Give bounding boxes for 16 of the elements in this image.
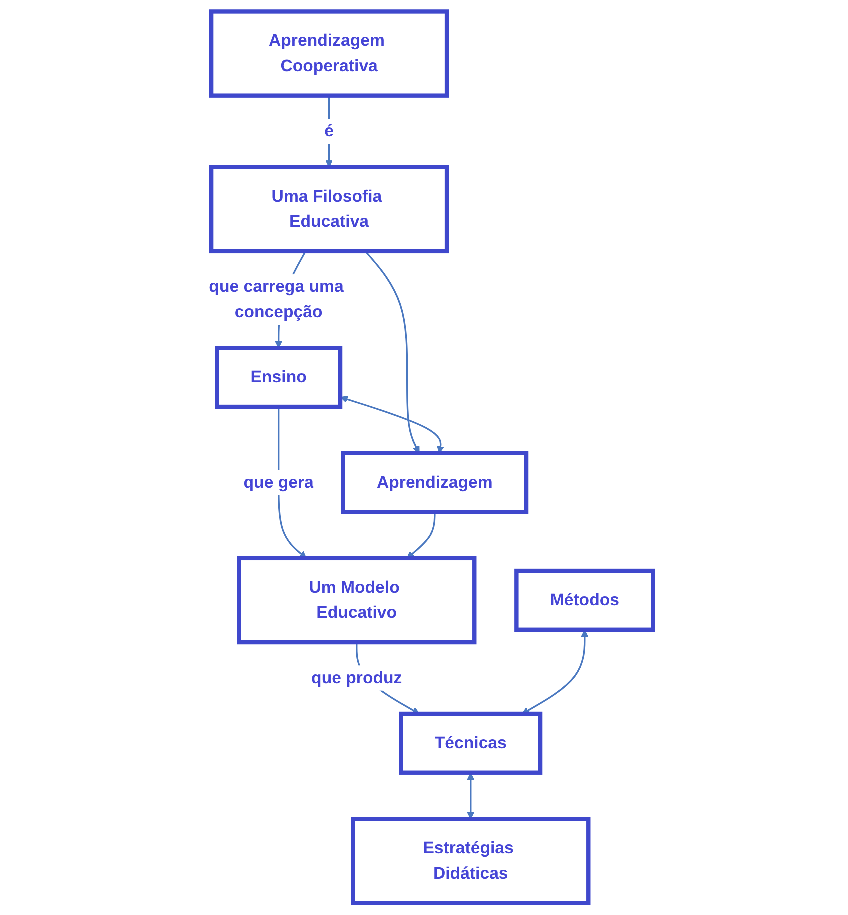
arrow — [522, 630, 589, 714]
arrow — [406, 512, 436, 559]
edge-label: que gera — [244, 473, 314, 492]
edge-label: é — [324, 122, 334, 141]
node-box: Um Modelo Educativo — [237, 556, 477, 645]
node-box: Estratégias Didáticas — [351, 817, 591, 906]
arrow — [467, 772, 475, 820]
edge-label: que produz — [312, 669, 402, 688]
node-box: Uma Filosofia Educativa — [210, 165, 450, 254]
node-box: Ensino — [215, 346, 343, 410]
arrow — [365, 250, 420, 454]
node-box: Técnicas — [399, 712, 543, 775]
node-box: Métodos — [514, 568, 656, 632]
node-box: Aprendizagem Cooperativa — [210, 10, 450, 98]
edge-label: que carrega uma concepção — [209, 278, 344, 322]
node-box: Aprendizagem — [341, 451, 529, 514]
